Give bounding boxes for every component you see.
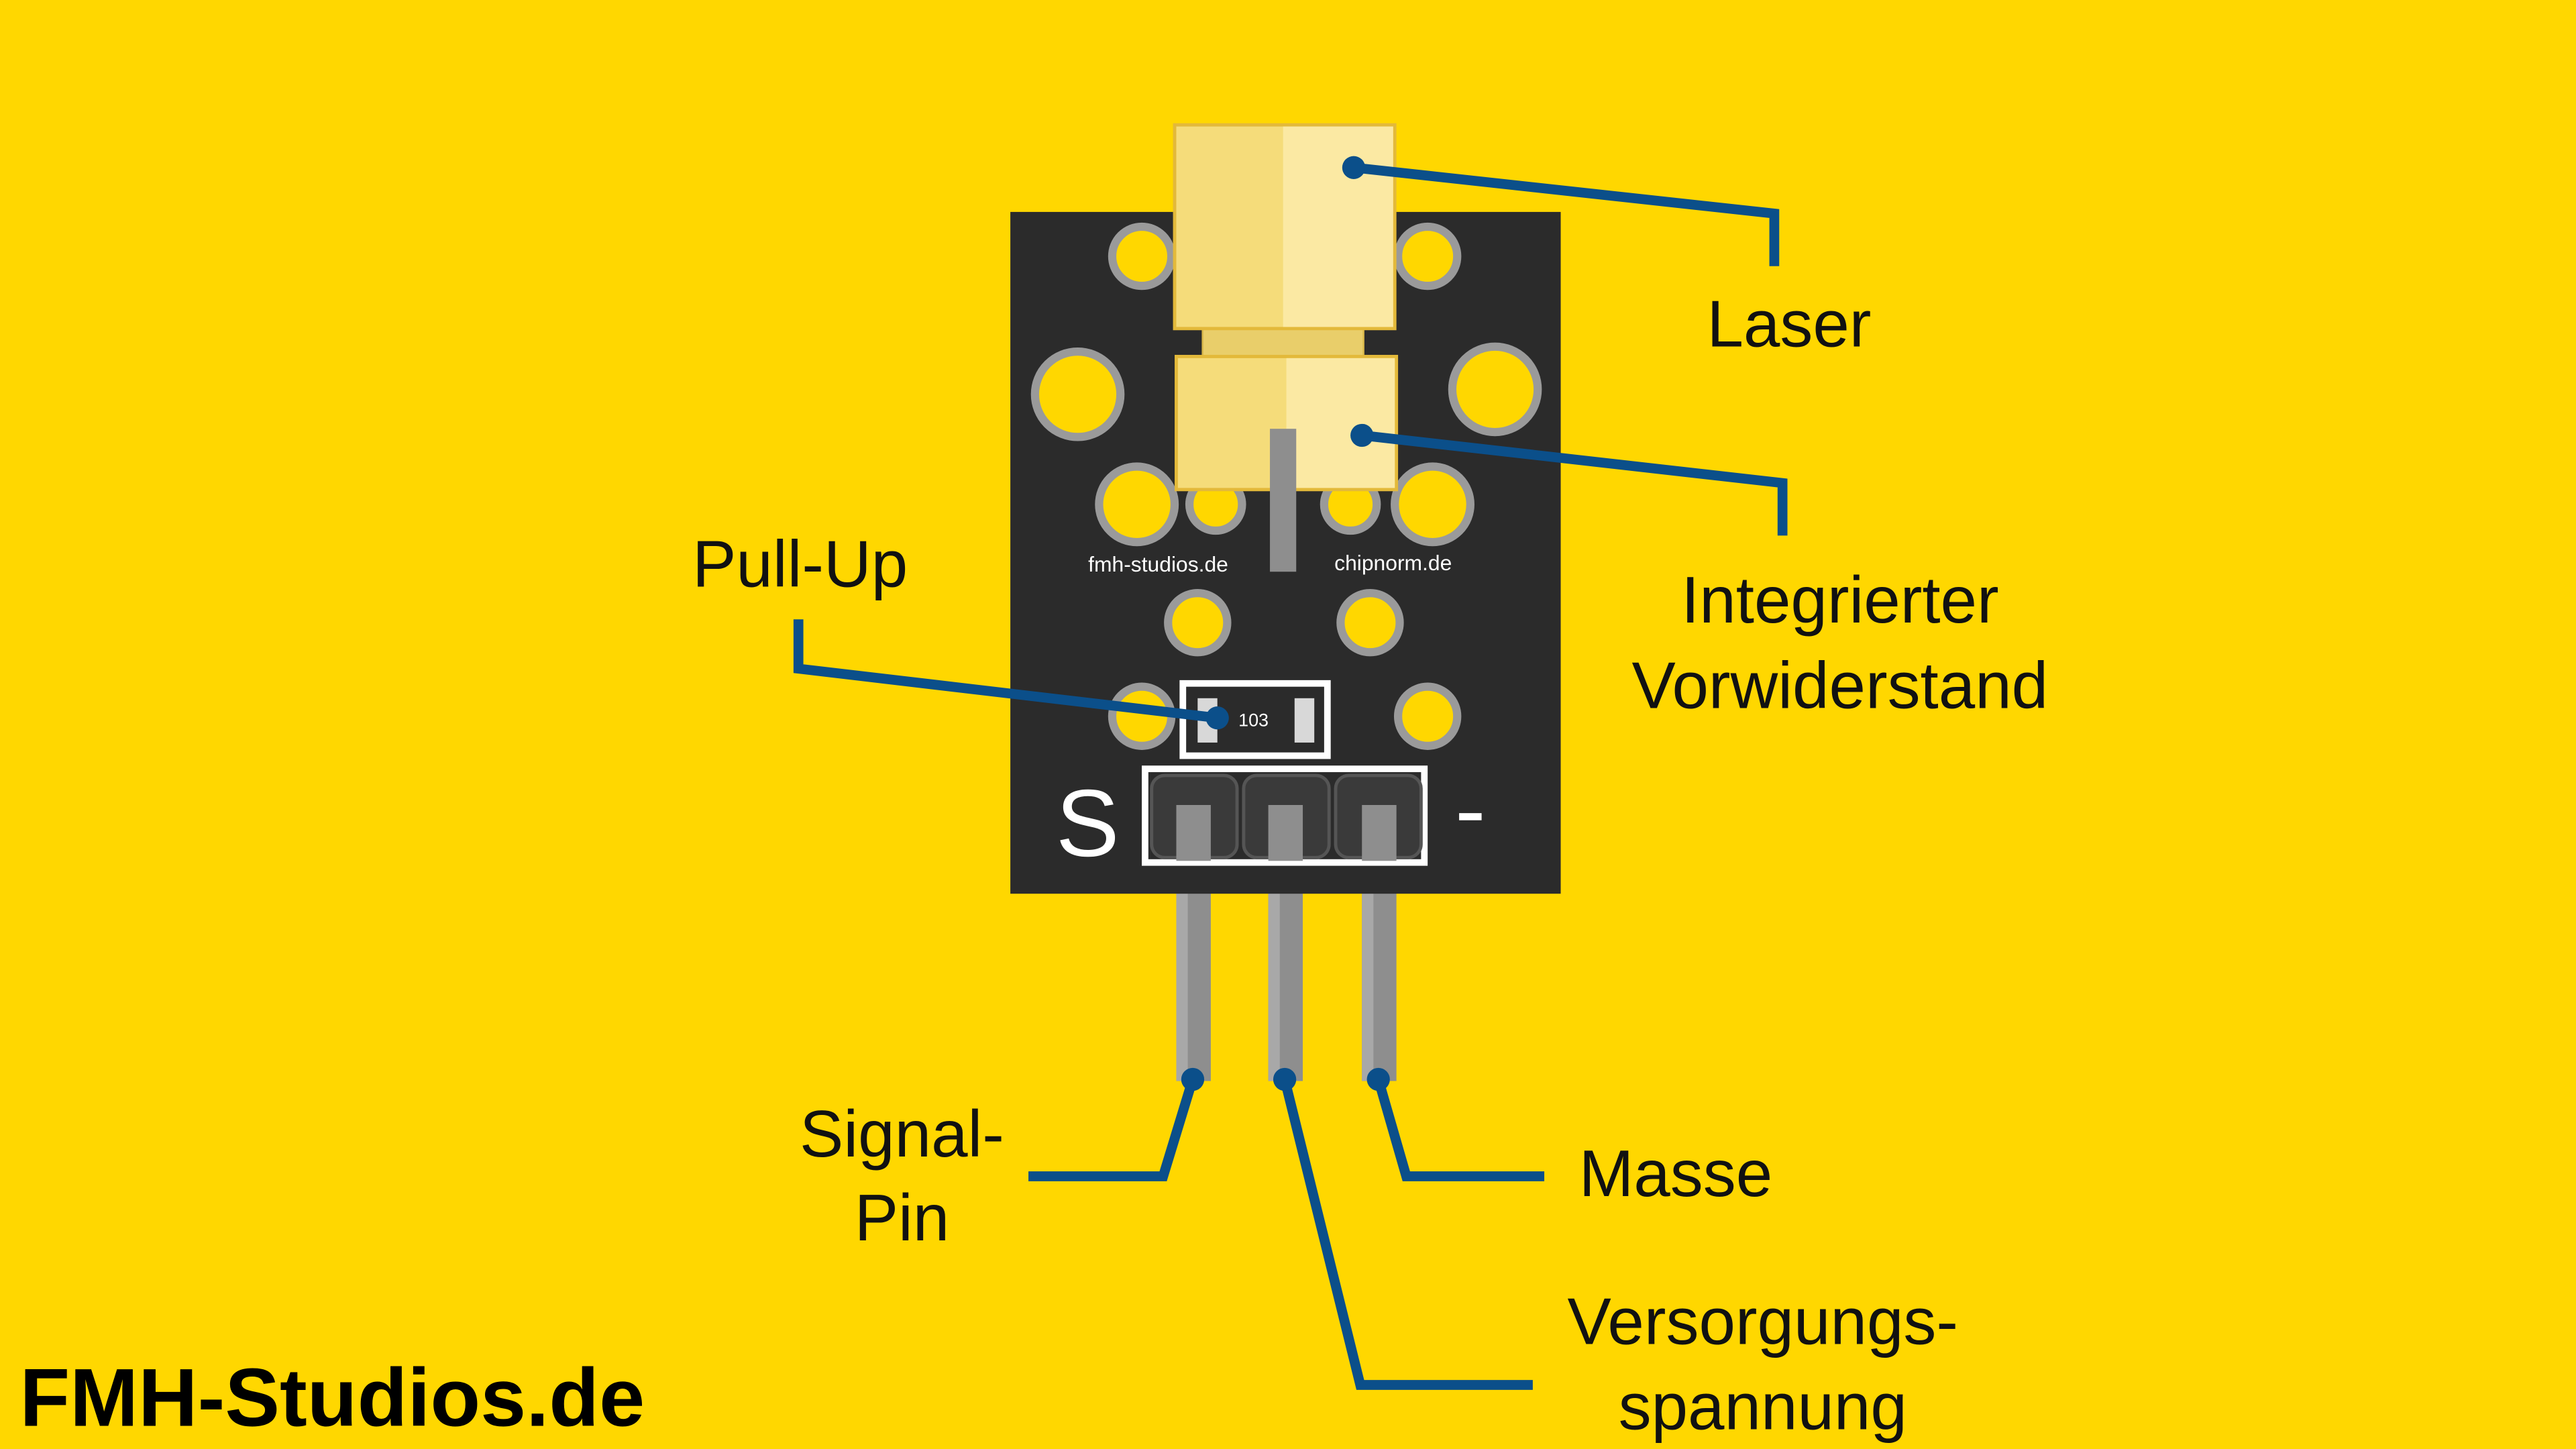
label-resistor-line2: Vorwiderstand [1632, 649, 2049, 722]
pad [1164, 588, 1232, 657]
smd-resistor: 103 [1179, 680, 1331, 759]
leader-dots [1181, 156, 1390, 1091]
silk-right: chipnorm.de [1334, 551, 1452, 575]
ground-leader [1373, 1077, 1545, 1181]
laser-leader [1353, 162, 1780, 266]
pullup-leader [793, 619, 1218, 723]
pad [1393, 222, 1462, 290]
resistor-leader [1361, 430, 1788, 536]
label-signal-line1: Signal- [800, 1097, 1004, 1171]
supply-leader [1279, 1078, 1533, 1390]
mounting-hole [1030, 347, 1125, 441]
resistor-code: 103 [1238, 710, 1269, 730]
pad [1393, 682, 1462, 750]
label-pullup: Pull-Up [692, 527, 908, 600]
signal-leader [1028, 1077, 1197, 1181]
ground-marker: - [1455, 759, 1486, 861]
pad [1391, 462, 1474, 547]
label-supply-line1: Versorgungs- [1567, 1284, 1958, 1358]
pad [1095, 462, 1179, 547]
pad [1108, 222, 1176, 290]
leader-lines [793, 162, 1788, 1390]
pin-header [1142, 765, 1428, 866]
laser-lead [1270, 429, 1297, 572]
brand-watermark: FMH-Studios.de [19, 1352, 645, 1444]
signal-marker: S [1056, 770, 1120, 877]
label-ground: Masse [1579, 1136, 1772, 1210]
laser-diode [1173, 123, 1399, 572]
label-signal-line2: Pin [855, 1181, 950, 1254]
label-resistor-line1: Integrierter [1681, 563, 1999, 637]
silk-left: fmh-studios.de [1088, 552, 1228, 576]
mounting-hole [1448, 342, 1542, 437]
label-supply-line2: spannung [1619, 1370, 1907, 1444]
pad [1336, 588, 1404, 657]
label-laser: Laser [1707, 287, 1871, 361]
